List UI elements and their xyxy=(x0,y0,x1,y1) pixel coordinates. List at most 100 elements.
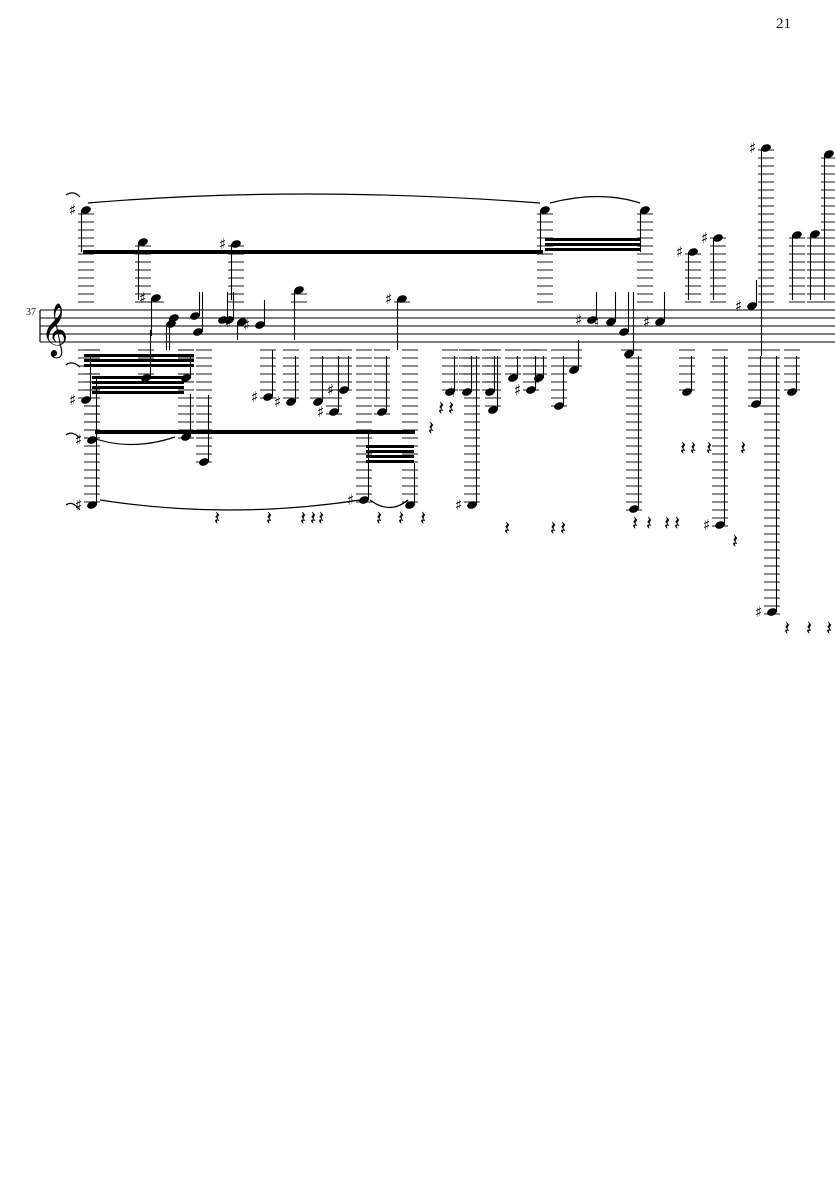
staff xyxy=(39,309,835,343)
rest: 𝄽 xyxy=(632,511,638,535)
note: ♯ xyxy=(139,289,164,336)
note xyxy=(531,349,547,382)
note: ♯ xyxy=(755,349,780,621)
natural-sign: ♮ xyxy=(450,383,455,401)
note xyxy=(196,349,212,466)
note xyxy=(626,349,642,513)
note xyxy=(807,230,823,303)
note xyxy=(135,238,151,303)
sharp-sign: ♯ xyxy=(69,391,76,409)
note xyxy=(679,349,695,396)
note xyxy=(748,349,764,408)
note xyxy=(165,320,176,350)
note xyxy=(551,349,567,410)
sharp-sign: ♯ xyxy=(749,139,756,157)
rest: 𝄽 xyxy=(690,436,696,460)
rest: 𝄽 xyxy=(376,506,382,530)
sharp-sign: ♯ xyxy=(225,313,232,331)
note: ♯ xyxy=(225,313,247,340)
treble-clef: 𝄞 xyxy=(41,302,68,358)
note: ♯ xyxy=(327,349,352,399)
measure-number: 37 xyxy=(26,307,36,318)
sharp-sign: ♯ xyxy=(575,311,582,329)
rest: 𝄽 xyxy=(300,506,306,530)
note xyxy=(637,206,653,303)
note: ♯ xyxy=(219,235,244,303)
sharp-sign: ♯ xyxy=(327,381,334,399)
note xyxy=(402,349,418,509)
sharp-sign: ♯ xyxy=(219,235,226,253)
note: ♯ xyxy=(347,349,372,509)
sharp-sign: ♯ xyxy=(755,603,762,621)
rest: 𝄽 xyxy=(310,506,316,530)
note xyxy=(442,349,458,396)
rest: 𝄽 xyxy=(266,506,272,530)
rest: 𝄽 xyxy=(438,396,444,420)
page-number: 21 xyxy=(776,16,791,32)
rest: 𝄽 xyxy=(806,616,812,640)
note xyxy=(291,286,307,340)
sharp-sign: ♯ xyxy=(676,243,683,261)
note: ♯ xyxy=(575,292,598,329)
sharp-sign: ♯ xyxy=(75,496,82,514)
sharp-sign: ♯ xyxy=(701,229,708,247)
note: ♯ xyxy=(251,349,276,406)
note: ♯ xyxy=(735,280,758,315)
rest: 𝄽 xyxy=(318,506,324,530)
sharp-sign: ♯ xyxy=(251,388,258,406)
note: ♮ xyxy=(594,292,617,331)
sharp-sign: ♯ xyxy=(455,496,462,514)
note xyxy=(168,314,179,350)
note: ♯ xyxy=(69,349,94,409)
note xyxy=(190,292,201,320)
rest: 𝄽 xyxy=(428,416,434,440)
rest: 𝄽 xyxy=(646,511,652,535)
sharp-sign: ♯ xyxy=(643,313,650,331)
note: ♯ xyxy=(69,201,94,303)
note xyxy=(178,349,194,441)
rest: 𝄽 xyxy=(664,511,670,535)
rest: 𝄽 xyxy=(560,516,566,540)
note xyxy=(193,292,204,336)
note xyxy=(374,349,390,416)
note: ♯ xyxy=(317,349,342,421)
sharp-sign: ♯ xyxy=(69,201,76,219)
note xyxy=(138,330,154,382)
note xyxy=(485,349,501,414)
note xyxy=(784,349,800,396)
note xyxy=(224,292,235,324)
sharp-sign: ♯ xyxy=(703,516,710,534)
rest: 𝄽 xyxy=(214,506,220,530)
note xyxy=(619,292,630,336)
beams xyxy=(83,238,641,463)
rest: 𝄽 xyxy=(784,616,790,640)
rest: 𝄽 xyxy=(740,436,746,460)
rest: 𝄽 xyxy=(706,436,712,460)
rest: 𝄽 xyxy=(448,396,454,420)
ties xyxy=(65,192,641,511)
rest: 𝄽 xyxy=(420,506,426,530)
sharp-sign: ♯ xyxy=(385,290,392,308)
note xyxy=(566,340,582,374)
notes-layer: ♯♯♯♯♯♯♯♯♯♯♯♯♯♯♮♯♯♯♮♯♯♯♯♯♯♯ xyxy=(69,139,835,621)
note: ♯ xyxy=(75,349,100,514)
note: ♯ xyxy=(749,139,774,356)
rest: 𝄽 xyxy=(550,516,556,540)
rest: 𝄽 xyxy=(398,506,404,530)
note: ♯ xyxy=(385,290,410,350)
note: ♯ xyxy=(701,229,726,303)
sharp-sign: ♯ xyxy=(514,381,521,399)
note xyxy=(821,150,835,303)
note xyxy=(505,349,521,382)
rest: 𝄽 xyxy=(504,516,510,540)
note xyxy=(537,206,553,303)
rest: 𝄽 xyxy=(674,511,680,535)
rest: 𝄽 xyxy=(680,436,686,460)
sharp-sign: ♯ xyxy=(347,491,354,509)
sharp-sign: ♯ xyxy=(735,297,742,315)
sharp-sign: ♯ xyxy=(274,393,281,411)
sharp-sign: ♯ xyxy=(139,289,146,307)
sharp-sign: ♯ xyxy=(75,431,82,449)
rests-layer: 𝄽𝄽𝄽𝄽𝄽𝄽𝄽𝄽𝄽𝄽𝄽𝄽𝄽𝄽𝄽𝄽𝄽𝄽𝄽𝄽𝄽𝄽𝄽𝄽𝄽𝄽 xyxy=(214,396,832,640)
